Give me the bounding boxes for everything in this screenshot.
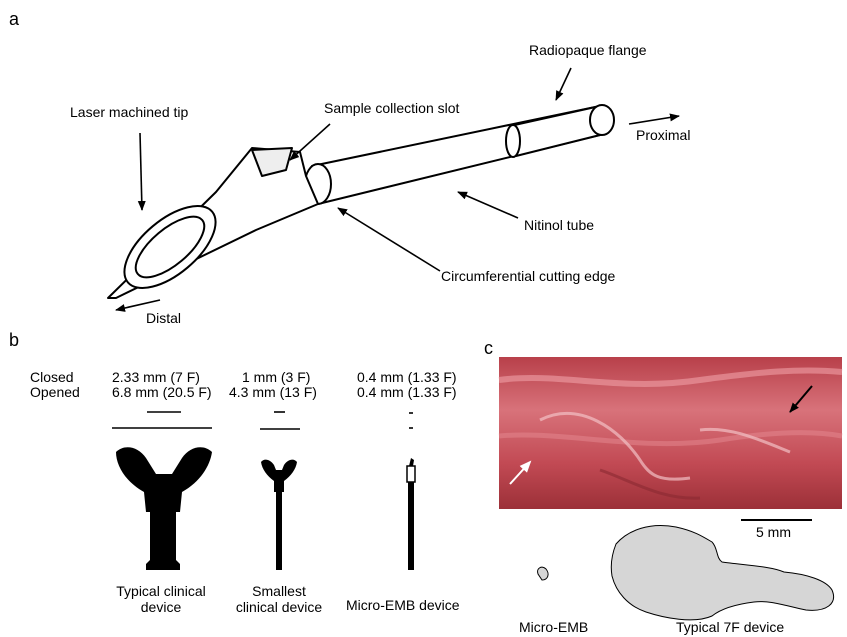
label-proximal: Proximal	[636, 127, 690, 143]
typical-device-name-line2: device	[96, 599, 226, 615]
smallest-device-name-line2: clinical device	[216, 599, 342, 615]
typical-device-name-line1: Typical clinical	[96, 583, 226, 599]
tube-end	[590, 105, 614, 135]
tissue-photo	[499, 357, 842, 509]
sample-label-typical: Typical 7F device	[676, 619, 784, 635]
arrow-cutting-edge	[338, 208, 440, 271]
label-sample-slot: Sample collection slot	[324, 100, 459, 116]
arrow-flange	[556, 68, 571, 100]
panel-a-letter: a	[9, 9, 19, 29]
device-silhouettes	[116, 447, 415, 570]
smallest-opened-value: 4.3 mm (13 F)	[229, 384, 317, 400]
row-label-closed: Closed	[30, 369, 74, 385]
label-nitinol: Nitinol tube	[524, 217, 594, 233]
scale-bar-label: 5 mm	[756, 524, 791, 540]
arrow-distal	[116, 300, 160, 310]
radiopaque-flange	[510, 106, 604, 156]
arrow-laser-tip	[140, 133, 142, 210]
smallest-device-name-line1: Smallest	[216, 583, 342, 599]
micro-emb-sample	[538, 567, 548, 580]
typical-7f-sample	[611, 526, 833, 620]
flange-ring	[506, 125, 520, 157]
micro-closed-value: 0.4 mm (1.33 F)	[357, 369, 457, 385]
label-flange: Radiopaque flange	[529, 42, 647, 58]
arrow-sample-slot	[290, 124, 330, 160]
panel-c-letter: c	[484, 338, 493, 358]
arrow-proximal	[629, 116, 679, 124]
typical-device-silhouette	[116, 447, 212, 570]
typical-device-name: Typical clinical device	[96, 583, 226, 615]
sample-label-micro: Micro-EMB	[519, 619, 588, 635]
typical-closed-value: 2.33 mm (7 F)	[112, 369, 200, 385]
label-laser-tip: Laser machined tip	[70, 104, 188, 120]
smallest-closed-value: 1 mm (3 F)	[242, 369, 310, 385]
micro-device-silhouette	[407, 458, 415, 570]
smallest-device-silhouette	[261, 460, 297, 570]
label-cutting-edge: Circumferential cutting edge	[441, 268, 615, 284]
panel-b-letter: b	[9, 330, 19, 350]
micro-opened-value: 0.4 mm (1.33 F)	[357, 384, 457, 400]
micro-device-name: Micro-EMB device	[346, 597, 460, 613]
label-distal: Distal	[146, 310, 181, 326]
size-scale-bars	[112, 412, 413, 429]
arrow-nitinol	[458, 192, 518, 218]
typical-opened-value: 6.8 mm (20.5 F)	[112, 384, 212, 400]
row-label-opened: Opened	[30, 384, 80, 400]
smallest-device-name: Smallest clinical device	[216, 583, 342, 615]
